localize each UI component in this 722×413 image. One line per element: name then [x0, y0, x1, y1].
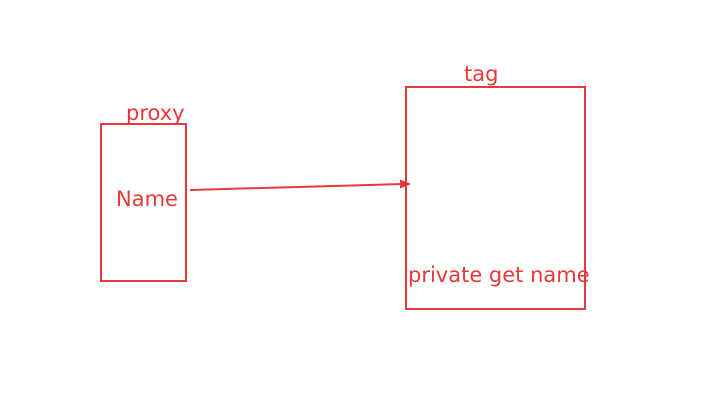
tag-box	[405, 86, 586, 310]
proxy-box-title: proxy	[126, 101, 185, 125]
tag-box-title: tag	[464, 62, 499, 86]
connector-arrowhead	[400, 179, 411, 189]
private-get-name-label: private get name	[408, 263, 590, 287]
connector-arrow-line	[189, 183, 404, 191]
name-field-label: Name	[116, 187, 178, 211]
proxy-box	[100, 123, 187, 282]
